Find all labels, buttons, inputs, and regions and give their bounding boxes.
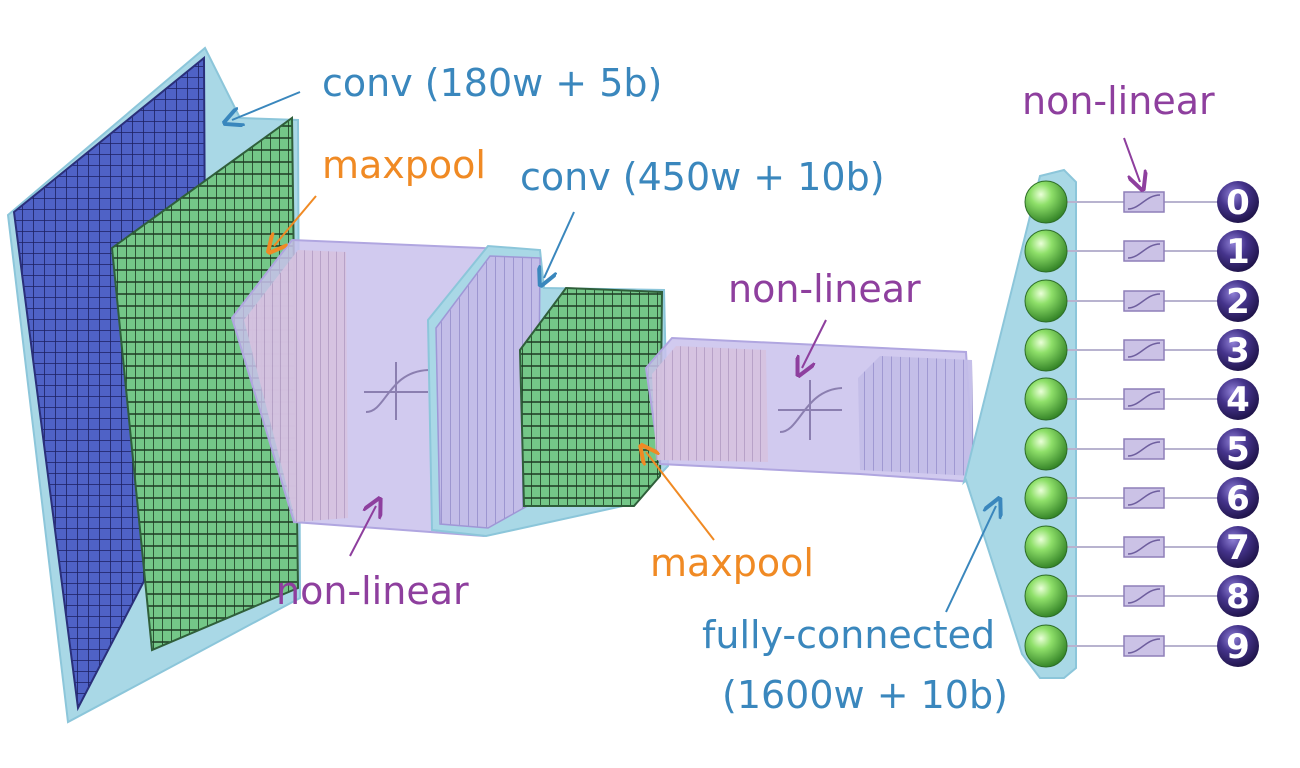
maxpool2-arrow: [646, 452, 715, 541]
activation-curve-icon: [1127, 490, 1161, 506]
nonlinear-top-arrow: [1123, 137, 1140, 182]
output-row: 6: [1024, 476, 1259, 520]
output-row: 0: [1024, 180, 1259, 224]
fc-node: [1024, 328, 1068, 372]
fc-node: [1024, 525, 1068, 569]
fc-label-line2: (1600w + 10b): [722, 673, 1008, 717]
activation-curve-icon: [1127, 194, 1161, 210]
activation-curve-1: [364, 362, 429, 420]
output-row: 3: [1024, 328, 1259, 372]
output-digit-label: 2: [1226, 282, 1250, 322]
output-ball: [1217, 477, 1259, 519]
activation-curve-2: [778, 380, 843, 440]
output-row: 8: [1024, 574, 1259, 618]
output-row: 2: [1024, 279, 1259, 323]
fc-node: [1024, 476, 1068, 520]
output-rows: 0 1 2 3 4 5 6 7 8 9: [1024, 180, 1259, 668]
nonlinear-mid-label: non-linear: [728, 267, 921, 311]
conv2-arrow: [544, 211, 575, 278]
output-ball: [1217, 575, 1259, 617]
output-digit-label: 0: [1226, 183, 1250, 223]
fc-node: [1024, 180, 1068, 224]
output-digit-label: 7: [1226, 528, 1250, 568]
output-ball: [1217, 181, 1259, 223]
activation-curve-icon: [1127, 342, 1161, 358]
fc-node: [1024, 427, 1068, 471]
output-digit-label: 9: [1226, 627, 1250, 667]
maxpool1-label: maxpool: [322, 143, 486, 187]
nonlinear-bottom-label: non-linear: [276, 569, 469, 613]
output-ball: [1217, 329, 1259, 371]
output-digit-label: 1: [1226, 232, 1250, 272]
output-row: 9: [1024, 624, 1259, 668]
output-row: 7: [1024, 525, 1259, 569]
output-row: 5: [1024, 427, 1259, 471]
output-ball: [1217, 378, 1259, 420]
activation-curve-icon: [1127, 293, 1161, 309]
fc-node: [1024, 279, 1068, 323]
fc-node: [1024, 377, 1068, 421]
output-ball: [1217, 280, 1259, 322]
output-digit-label: 6: [1226, 479, 1250, 519]
fc-node: [1024, 574, 1068, 618]
nonlinear-bottom-arrow: [349, 506, 376, 557]
output-ball: [1217, 526, 1259, 568]
output-digit-label: 4: [1226, 380, 1250, 420]
output-digit-label: 8: [1226, 577, 1250, 617]
nonlinear2-output-grid: [858, 356, 974, 476]
output-row: 4: [1024, 377, 1259, 421]
activation-curve-icon: [1127, 588, 1161, 604]
activation-curve-icon: [1127, 638, 1161, 654]
fc-label-line1: fully-connected: [702, 613, 995, 657]
fc-node: [1024, 229, 1068, 273]
maxpool2-label: maxpool: [650, 541, 814, 585]
fc-node: [1024, 624, 1068, 668]
output-ball: [1217, 625, 1259, 667]
nonlinear2-input-grid: [652, 346, 768, 462]
maxpool1-layer: [110, 116, 300, 652]
nonlinear-top-label: non-linear: [1022, 79, 1215, 123]
fc-arrow: [945, 506, 996, 613]
maxpool2-layer: [518, 286, 664, 507]
conv1-arrow: [232, 91, 301, 120]
activation-curve-icon: [1127, 539, 1161, 555]
conv2-label: conv (450w + 10b): [520, 155, 885, 199]
conv1-label: conv (180w + 5b): [322, 61, 662, 105]
output-row: 1: [1024, 229, 1259, 273]
nonlinear-mid-arrow: [802, 319, 827, 368]
output-digit-label: 5: [1226, 430, 1250, 470]
activation-curve-icon: [1127, 243, 1161, 259]
nonlinear1-input-grid: [244, 250, 348, 522]
output-ball: [1217, 428, 1259, 470]
activation-curve-icon: [1127, 441, 1161, 457]
output-digit-label: 3: [1226, 331, 1250, 371]
maxpool1-arrow: [274, 195, 317, 246]
activation-curve-icon: [1127, 391, 1161, 407]
output-ball: [1217, 230, 1259, 272]
